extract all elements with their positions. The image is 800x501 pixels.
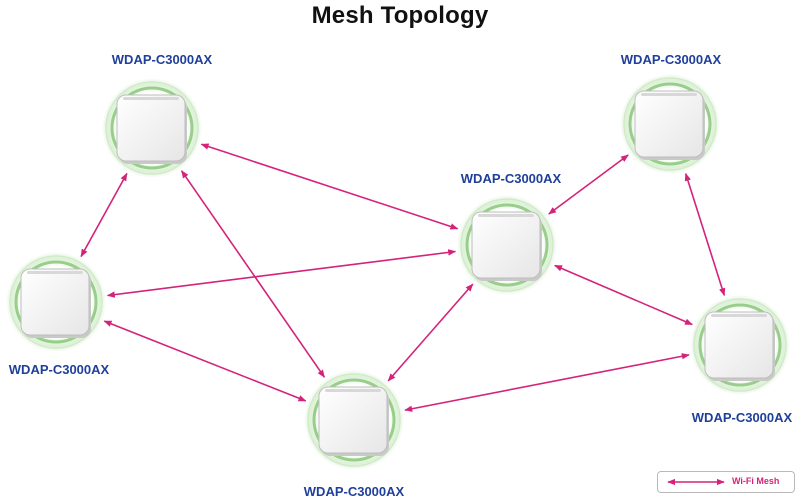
device-top-edge <box>641 93 697 96</box>
device-top-edge <box>478 214 534 217</box>
access-point-device-icon <box>318 386 388 454</box>
signal-ring <box>623 77 717 171</box>
mesh-link-ap3-ap2 <box>548 154 629 215</box>
mesh-link-ap3-ap5 <box>554 264 693 326</box>
mesh-link-ap2-ap5 <box>684 172 726 297</box>
access-point-ap3 <box>457 195 557 295</box>
device-top-edge <box>711 314 767 317</box>
mesh-link-ap1-ap4 <box>80 172 128 258</box>
device-top-edge <box>325 389 381 392</box>
access-point-device-icon <box>20 268 90 336</box>
diagram-title: Mesh Topology <box>311 2 489 29</box>
signal-ring <box>698 303 782 387</box>
access-point-label-ap2: WDAP-C3000AX <box>620 52 722 67</box>
access-point-label-ap3: WDAP-C3000AX <box>460 171 562 186</box>
access-point-ap2 <box>620 74 720 174</box>
access-point-ap5 <box>690 295 790 395</box>
access-point-device-icon <box>471 211 541 279</box>
legend-arrow-icon <box>667 478 725 486</box>
access-point-ap6 <box>304 370 404 470</box>
signal-ring <box>460 198 554 292</box>
access-point-label-ap4: WDAP-C3000AX <box>8 362 110 377</box>
signal-ring <box>9 255 103 349</box>
mesh-link-ap3-ap4 <box>106 249 457 298</box>
mesh-link-ap1-ap3 <box>200 143 459 230</box>
signal-ring <box>312 378 396 462</box>
signal-ring <box>307 373 401 467</box>
access-point-ap4 <box>6 252 106 352</box>
access-point-device-icon <box>634 90 704 158</box>
legend-label: Wi-Fi Mesh <box>732 476 780 486</box>
signal-ring <box>105 81 199 175</box>
device-top-edge <box>123 97 179 100</box>
legend: Wi-Fi Mesh <box>657 471 795 493</box>
mesh-link-ap6-ap5 <box>404 353 690 412</box>
access-point-label-ap6: WDAP-C3000AX <box>303 484 405 499</box>
access-point-label-ap1: WDAP-C3000AX <box>111 52 213 67</box>
signal-ring <box>110 86 194 170</box>
mesh-link-ap4-ap6 <box>103 320 307 402</box>
mesh-link-ap3-ap6 <box>387 283 474 382</box>
mesh-link-ap1-ap6 <box>180 170 326 378</box>
signal-ring <box>628 82 712 166</box>
signal-ring <box>465 203 549 287</box>
access-point-device-icon <box>704 311 774 379</box>
signal-ring <box>693 298 787 392</box>
access-point-ap1 <box>102 78 202 178</box>
signal-ring <box>14 260 98 344</box>
access-point-device-icon <box>116 94 186 162</box>
access-point-label-ap5: WDAP-C3000AX <box>691 410 793 425</box>
device-top-edge <box>27 271 83 274</box>
